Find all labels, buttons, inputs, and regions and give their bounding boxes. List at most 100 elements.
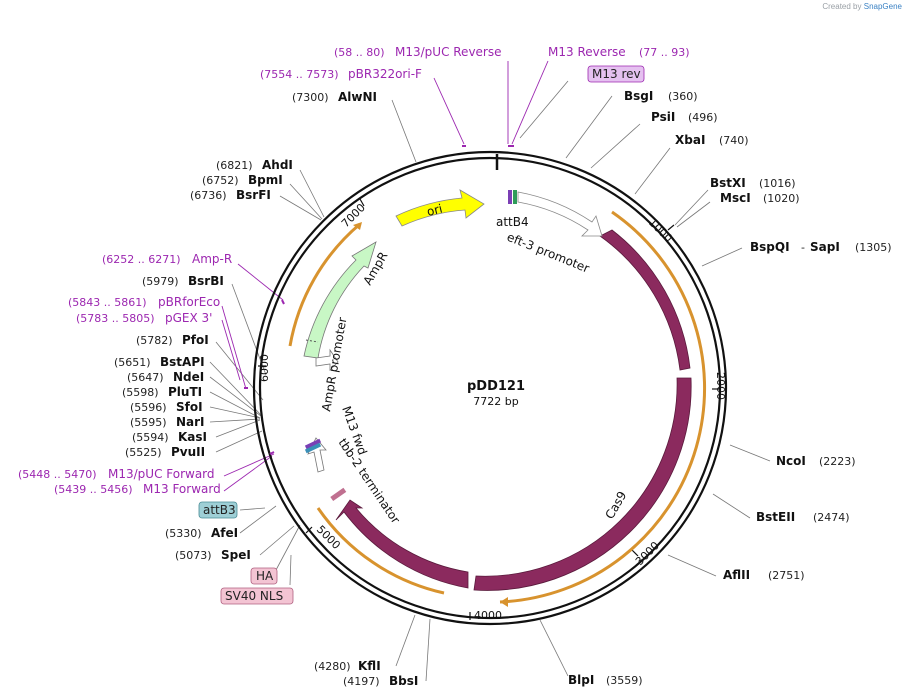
enzyme-sapi: SapI — [810, 240, 840, 254]
enzyme-ncoi-pos: (2223) — [819, 455, 856, 468]
m13rev-box-label: M13 rev — [592, 67, 641, 81]
primer-pos-pbrforeco: (5843 .. 5861) — [68, 296, 147, 309]
enzyme-blpi-pos: (3559) — [606, 674, 643, 687]
enzyme-bbsi: BbsI — [389, 674, 418, 688]
enzyme-sfoi: SfoI — [176, 400, 203, 414]
enzyme-bsgi: BsgI — [624, 89, 653, 103]
attB4-marker-1 — [508, 190, 512, 204]
orf-ampr-arc — [288, 222, 361, 347]
enzyme-pfoi: PfoI — [182, 333, 209, 347]
enzyme-pvuii-pos: (5525) — [125, 446, 162, 459]
enzyme-aflii-pos: (2751) — [768, 569, 805, 582]
enzyme-bpmi-pos: (6752) — [202, 174, 239, 187]
ha-box[interactable] — [250, 567, 278, 585]
enzyme-bsrbi: BsrBI — [188, 274, 224, 288]
primer-marks — [244, 145, 514, 455]
enzyme-ahdi-pos: (6821) — [216, 159, 253, 172]
tbb2-marker — [330, 487, 347, 502]
tick-5000: 5000 — [314, 523, 343, 552]
enzyme-alwni: AlwNI — [338, 90, 377, 104]
enzyme-spei: SpeI — [221, 548, 251, 562]
primer-pos-m13puc-fwd: (5448 .. 5470) — [18, 468, 97, 481]
enzyme-aflii: AflII — [723, 568, 750, 582]
enzyme-bspqi: BspQI — [750, 240, 790, 254]
enzyme-bsrfi: BsrFI — [236, 188, 271, 202]
enzyme-blpi: BlpI — [568, 673, 594, 687]
primer-name-m13-rev: M13 Reverse — [548, 45, 626, 59]
enzyme-bpmi: BpmI — [248, 173, 283, 187]
m13fwd-marker-1 — [304, 438, 322, 450]
sv40-nls-box[interactable] — [220, 587, 294, 605]
enzyme-ahdi: AhdI — [262, 158, 293, 172]
enzyme-afei-pos: (5330) — [165, 527, 202, 540]
enzyme-psii: PsiI — [651, 110, 675, 124]
primer-pos-ampr: (6252 .. 6271) — [102, 253, 181, 266]
enzyme-sfoi-pos: (5596) — [130, 401, 167, 414]
primer-pos-pgex3: (5783 .. 5805) — [76, 312, 155, 325]
primer-pos-m13-rev: (77 .. 93) — [639, 46, 690, 59]
snapgene-credit: Created by SnapGene — [822, 2, 902, 11]
enzyme-bstapi-pos: (5651) — [114, 356, 151, 369]
enzyme-psii-pos: (496) — [688, 111, 718, 124]
primer-pos-m13-fwd: (5439 .. 5456) — [54, 483, 133, 496]
attB3-box[interactable] — [198, 501, 238, 519]
attB4-label: attB4 — [496, 215, 529, 229]
enzyme-xbai: XbaI — [675, 133, 705, 147]
orf-ampr-arrowhead — [353, 222, 362, 230]
primer-name-m13-fwd: M13 Forward — [143, 482, 221, 496]
attB3-box-label: attB3 — [203, 503, 236, 517]
enzyme-bstapi: BstAPI — [160, 355, 205, 369]
enzyme-afei: AfeI — [211, 526, 238, 540]
enzyme-bbsi-pos: (4197) — [343, 675, 380, 688]
enzyme-kfli-pos: (4280) — [314, 660, 351, 673]
credit-prefix: Created by — [822, 2, 862, 11]
enzyme-nari-pos: (5595) — [130, 416, 167, 429]
ampr-promoter-arrow[interactable] — [315, 348, 339, 371]
ha-box-label: HA — [256, 569, 274, 583]
orf-lower-arc — [316, 507, 445, 595]
enzyme-bsteii: BstEII — [756, 510, 795, 524]
enzyme-bsrbi-pos: (5979) — [142, 275, 179, 288]
plasmid-name: pDD121 — [467, 379, 525, 394]
enzyme-nari: NarI — [176, 415, 205, 429]
eft3-promoter-arrow[interactable] — [517, 191, 603, 237]
cas9-segment-2[interactable] — [473, 377, 692, 591]
tick-1000: 1000 — [646, 216, 675, 245]
enzyme-msci-pos: (1020) — [763, 192, 800, 205]
enzyme-xbai-pos: (740) — [719, 134, 749, 147]
enzyme-bstxi-pos: (1016) — [759, 177, 796, 190]
enzyme-ncoi: NcoI — [776, 454, 806, 468]
enzyme-kfli: KflI — [358, 659, 381, 673]
enzyme-pvuii: PvuII — [171, 445, 205, 459]
primer-name-ampr: Amp-R — [192, 252, 232, 266]
enzyme-pfoi-pos: (5782) — [136, 334, 173, 347]
enzyme-pluti-pos: (5598) — [122, 386, 159, 399]
cas9-segment-3[interactable] — [335, 499, 469, 589]
tick-6000: 6000 — [258, 354, 271, 382]
tick-2000: 2000 — [714, 372, 727, 400]
primer-pos-m13puc-rev: (58 .. 80) — [334, 46, 385, 59]
primer-name-pbrforeco: pBRforEco — [158, 295, 220, 309]
primer-leaders — [221, 60, 549, 492]
primer-name-m13puc-rev: M13/pUC Reverse — [395, 45, 502, 59]
attB4-marker-2 — [513, 190, 517, 204]
enzyme-bsrfi-pos: (6736) — [190, 189, 227, 202]
enzyme-ndei: NdeI — [173, 370, 204, 384]
cas9-segment-1[interactable] — [599, 229, 691, 371]
primer-name-pgex3: pGEX 3' — [165, 311, 212, 325]
backbone-inner — [258, 156, 722, 620]
orf-cas9-arrowhead — [500, 597, 508, 607]
ampr-arrow[interactable] — [303, 241, 377, 359]
ori-arrow[interactable] — [395, 189, 485, 227]
enzyme-kasi: KasI — [178, 430, 207, 444]
enzyme-msci: MscI — [720, 191, 751, 205]
enzyme-bstxi: BstXI — [710, 176, 746, 190]
tick-4000: 4000 — [474, 609, 502, 622]
enzyme-kasi-pos: (5594) — [132, 431, 169, 444]
enzyme-pluti: PluTI — [168, 385, 202, 399]
m13rev-box[interactable] — [587, 65, 645, 83]
plasmid-size: 7722 bp — [473, 395, 518, 408]
enzyme-bspqi-pos: (1305) — [855, 241, 892, 254]
snapgene-logo: SnapGene — [863, 2, 902, 11]
